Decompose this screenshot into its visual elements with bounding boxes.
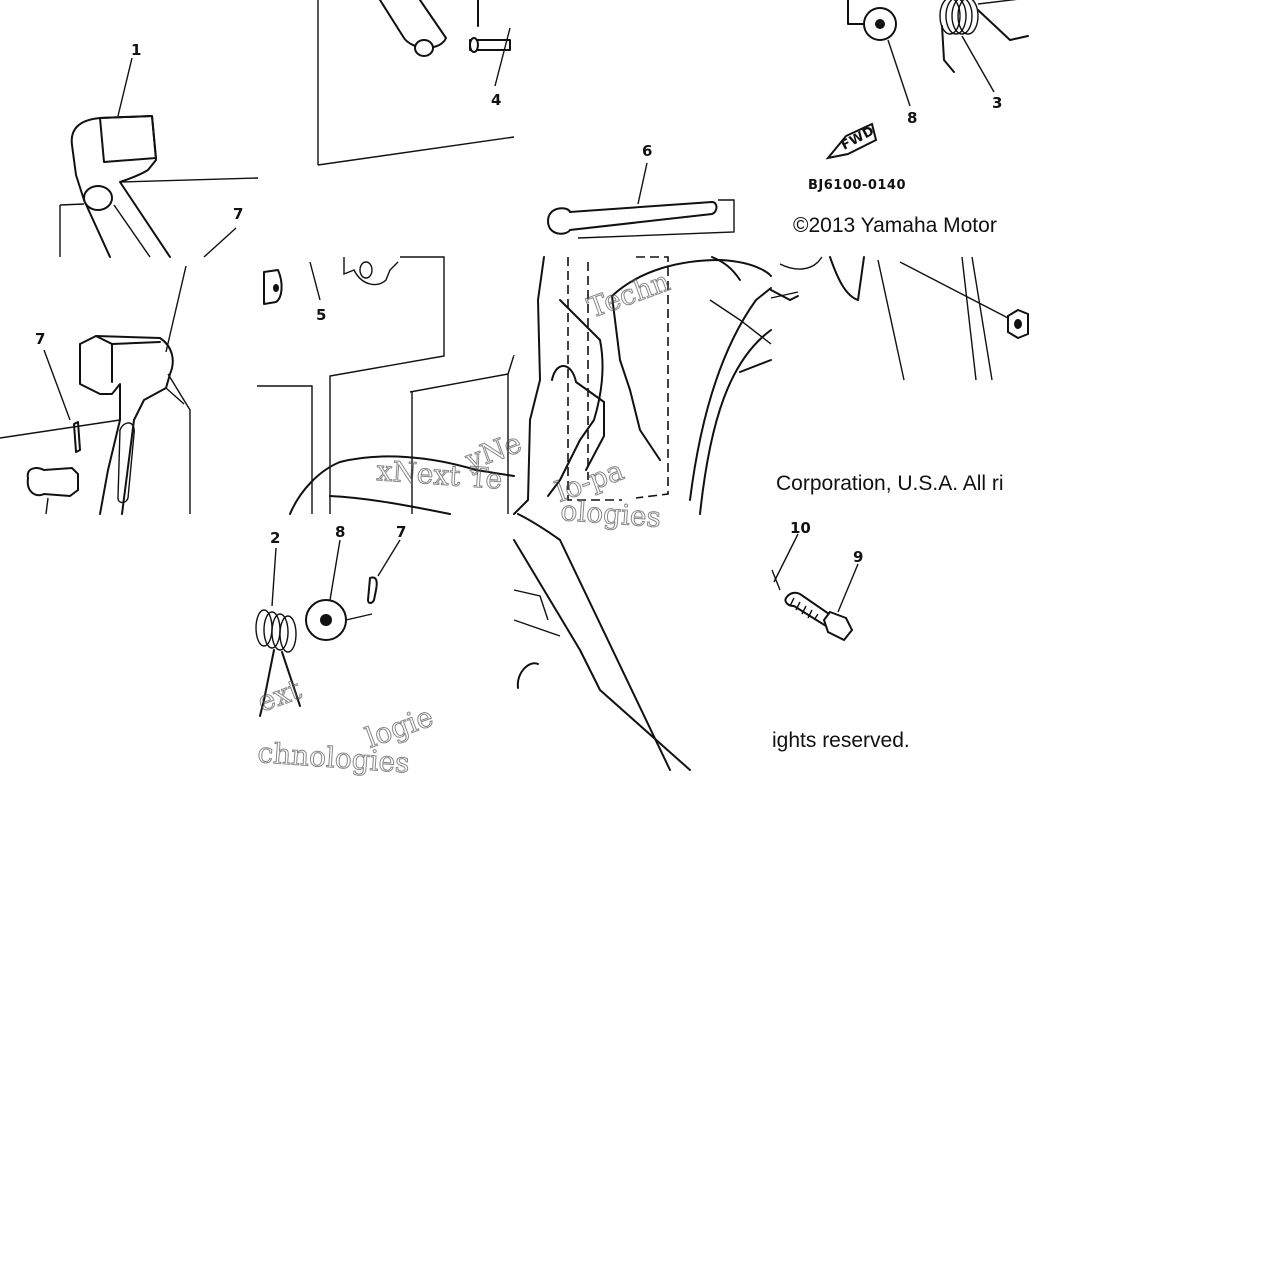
tile-linkage-upper [317, 0, 515, 166]
callout-8b: 8 [335, 523, 345, 541]
callout-9: 9 [853, 548, 863, 566]
tile-spring-left [255, 539, 401, 717]
callout-2: 2 [270, 529, 280, 547]
fwd-arrow-icon [825, 122, 878, 160]
watermark-fragment: Techn [583, 265, 674, 325]
callout-6: 6 [642, 142, 652, 160]
pivot-hole-icon [83, 185, 113, 211]
tile-frame-lower [513, 513, 691, 771]
tile-spring-washer [825, 0, 1029, 160]
diagram-code: BJ6100-0140 [808, 178, 906, 193]
torsion-spring-left-icon [255, 609, 301, 717]
watermark-fragment: ologies [560, 494, 663, 534]
callout-1: 1 [131, 41, 141, 59]
clevis-pin-icon [26, 466, 79, 498]
tile-bolt [771, 533, 859, 642]
callout-4: 4 [491, 91, 501, 109]
copyright-line-1: ©2013 Yamaha Motor [793, 214, 997, 237]
torsion-spring-icon [939, 0, 1029, 73]
copyright-line-2: Corporation, U.S.A. All ri [776, 472, 1004, 495]
tile-bracket-middle [257, 256, 515, 515]
callout-7c: 7 [35, 330, 45, 348]
callout-10: 10 [790, 519, 811, 537]
tile-pedal-arm-lower [0, 265, 191, 515]
callout-7b: 7 [396, 523, 406, 541]
pin-rod-icon [546, 200, 718, 235]
bolt-icon [784, 591, 854, 642]
copyright-line-3: ights reserved. [772, 729, 910, 752]
watermark-fragment: ext [253, 672, 306, 718]
callout-labels: 1 4 8 3 6 7 5 2 8 7 10 9 7 [35, 41, 1002, 566]
tile-pedal-arm-upper [59, 57, 259, 258]
watermark: Techn yNe xNext Te ologies lo-pa ext chn… [253, 264, 675, 780]
tile-pin-rod [546, 162, 735, 239]
callout-5: 5 [316, 306, 326, 324]
callout-8: 8 [907, 109, 917, 127]
tile-pedal-bracket [513, 256, 799, 515]
callout-7: 7 [233, 205, 243, 223]
callout-3: 3 [992, 94, 1002, 112]
tile-frame-right [770, 256, 1029, 381]
